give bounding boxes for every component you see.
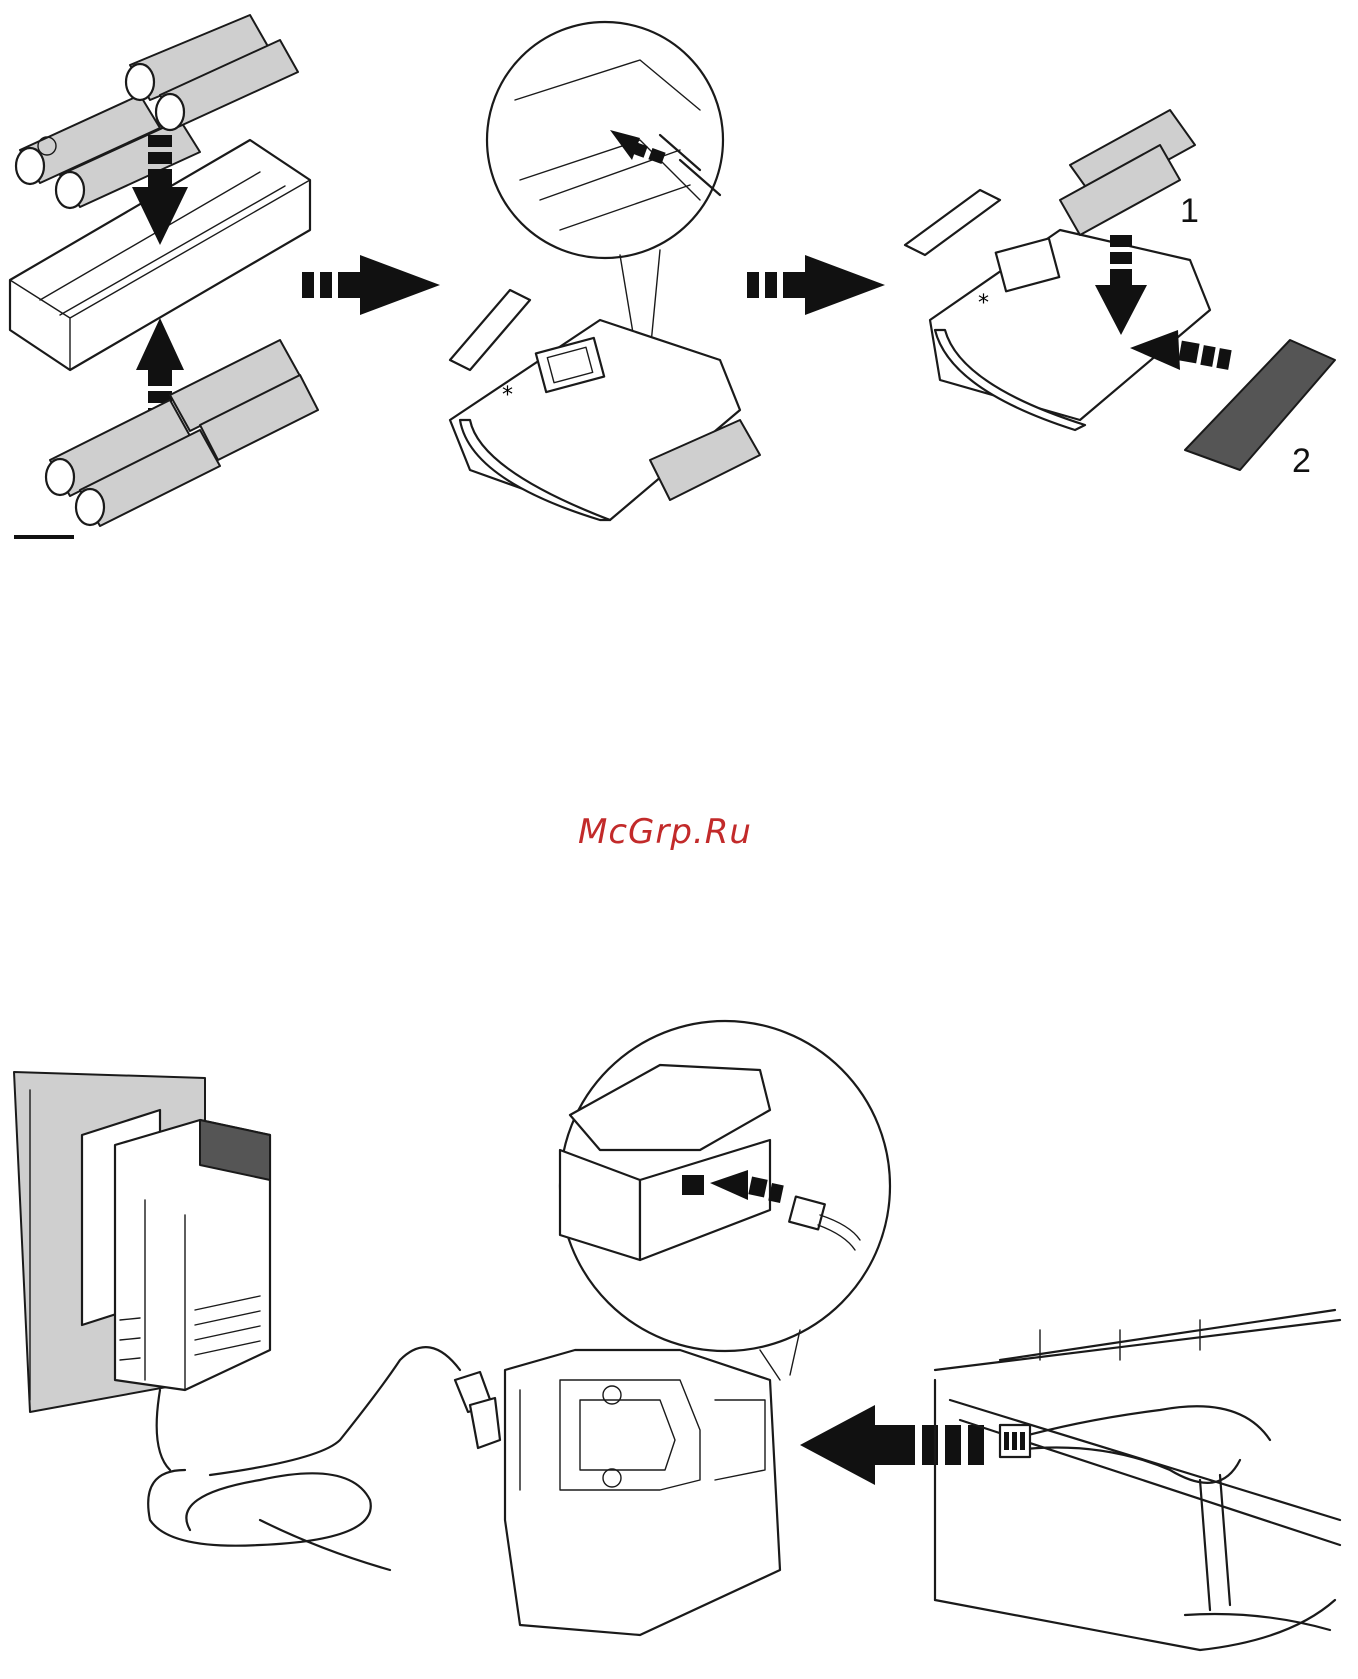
connector-plug-icon: [1000, 1425, 1030, 1457]
svg-text:*: *: [502, 383, 513, 408]
receiver-zoom-callout: [560, 1021, 890, 1380]
toy-case-open: *: [450, 290, 760, 520]
svg-text:*: *: [978, 291, 989, 316]
battery-icon: [1060, 110, 1195, 235]
connector-plug-icon: [455, 1372, 500, 1448]
arrow-left-icon: [800, 1405, 984, 1485]
toy-case-closing: *: [905, 110, 1335, 470]
receiver-module: [505, 1350, 780, 1635]
arrow-right-icon: [302, 255, 440, 315]
step-label-2: 2: [1292, 442, 1311, 480]
arrow-right-icon: [747, 255, 885, 315]
connector-socket: [682, 1175, 704, 1195]
vehicle-chassis: [935, 1310, 1340, 1650]
step-label-1: 1: [1180, 192, 1199, 230]
watermark: McGrp.Ru: [578, 812, 798, 852]
divider-mark: [14, 535, 74, 539]
battery-holder-assembly: [10, 15, 318, 526]
